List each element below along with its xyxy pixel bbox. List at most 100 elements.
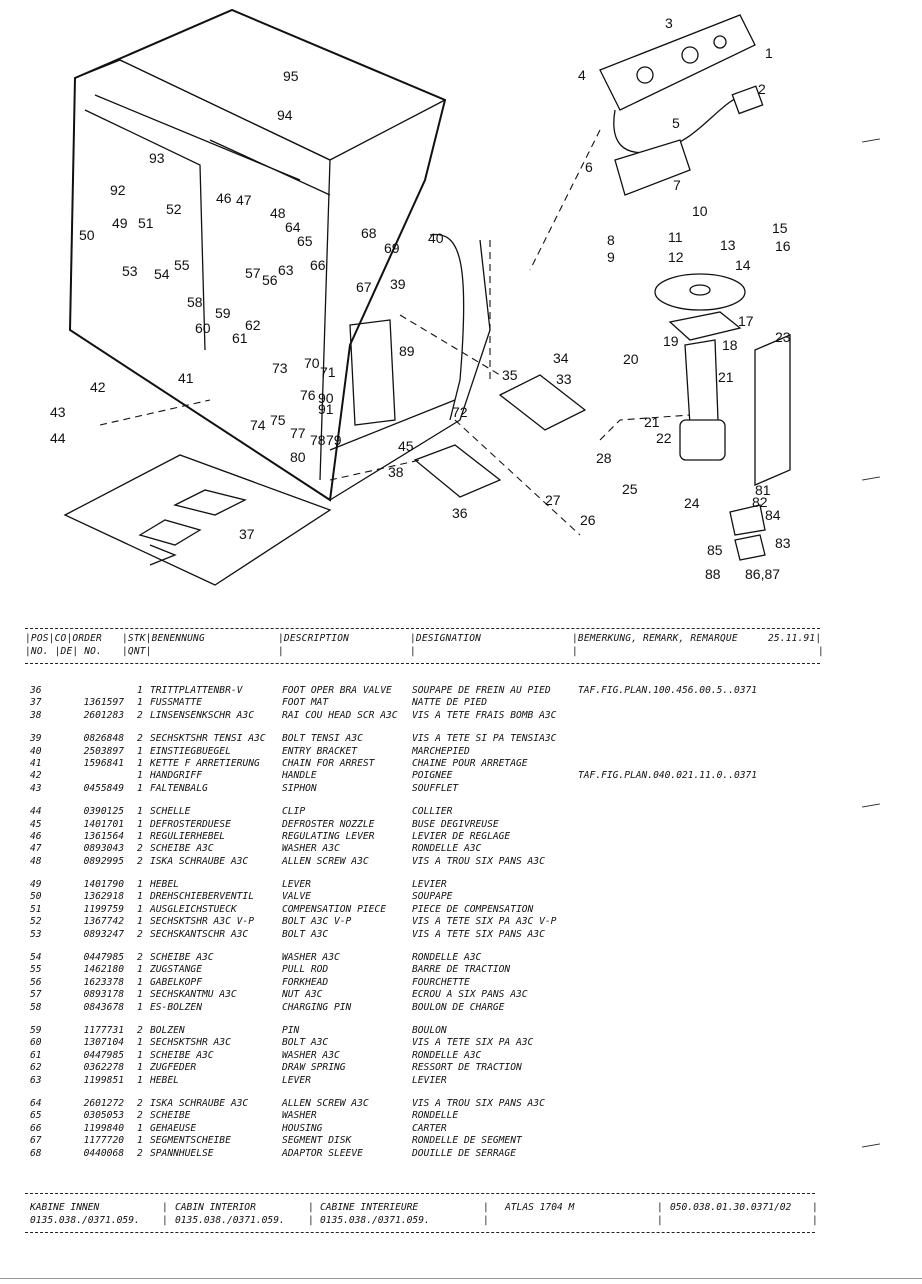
german-name: EINSTIEGBUEGEL	[150, 745, 231, 757]
svg-text:9: 9	[607, 249, 615, 265]
english-description: HANDLE	[282, 770, 317, 782]
header-qty-top: |STK|BENENNUNG	[122, 633, 205, 644]
german-name: SPANNHUELSE	[150, 1147, 214, 1159]
cabin-frame	[68, 8, 491, 502]
french-designation: RONDELLE A3C	[412, 843, 482, 855]
french-designation: LEVIER DE REGLAGE	[412, 830, 511, 842]
quantity: 2	[137, 1024, 143, 1036]
svg-text:18: 18	[722, 337, 738, 353]
pos-number: 67	[30, 1135, 42, 1147]
french-designation: VIS A TROU SIX PANS A3C	[412, 1097, 545, 1109]
pos-number: 49	[30, 879, 42, 891]
svg-text:89: 89	[399, 343, 415, 359]
german-name: HEBEL	[150, 1074, 179, 1086]
pos-number: 60	[30, 1037, 42, 1049]
pos-number: 38	[30, 709, 42, 721]
german-name: SCHEIBE A3C	[150, 1049, 214, 1061]
quantity: 1	[137, 1074, 143, 1086]
svg-text:63: 63	[278, 262, 294, 278]
pos-number: 42	[30, 770, 42, 782]
svg-text:6: 6	[585, 159, 593, 175]
svg-text:3: 3	[665, 15, 673, 31]
svg-text:1: 1	[765, 45, 773, 61]
pos-number: 66	[30, 1122, 42, 1134]
footer-de-code: 0135.038./0371.059.	[30, 1215, 140, 1226]
margin-mark	[862, 1143, 880, 1148]
english-description: RAI COU HEAD SCR A3C	[282, 709, 398, 721]
german-name: SECHSKTSHR TENSI A3C	[150, 733, 266, 745]
french-designation: ECROU A SIX PANS A3C	[412, 989, 528, 1001]
order-number: 1361564	[83, 830, 124, 842]
french-designation: LEVIER	[412, 879, 447, 891]
margin-mark	[862, 803, 880, 808]
quantity: 2	[137, 928, 143, 940]
footer-page-code: 050.038.01.30.0371/02	[670, 1202, 792, 1213]
svg-text:11: 11	[668, 229, 683, 245]
svg-text:64: 64	[285, 219, 301, 235]
header-designation: |DESIGNATION	[410, 633, 482, 644]
svg-text:8: 8	[607, 232, 615, 248]
quantity: 1	[137, 830, 143, 842]
footer-en-title: CABIN INTERIOR	[175, 1202, 256, 1213]
french-designation: COLLIER	[412, 806, 453, 818]
pos-number: 53	[30, 928, 42, 940]
svg-text:80: 80	[290, 449, 306, 465]
pos-number: 50	[30, 891, 42, 903]
german-name: SECHSKTSHR A3C	[150, 1037, 231, 1049]
order-number: 1199851	[83, 1074, 124, 1086]
pos-number: 37	[30, 697, 42, 709]
pos-number: 59	[30, 1024, 42, 1036]
english-description: ADAPTOR SLEEVE	[282, 1147, 363, 1159]
svg-text:12: 12	[668, 249, 684, 265]
quantity: 1	[137, 1062, 143, 1074]
pos-number: 43	[30, 782, 42, 794]
svg-text:44: 44	[50, 430, 66, 446]
svg-text:55: 55	[174, 257, 190, 273]
order-number: 1623378	[83, 976, 124, 988]
pos-number: 52	[30, 916, 42, 928]
svg-text:56: 56	[262, 272, 278, 288]
svg-text:83: 83	[775, 535, 791, 551]
svg-text:38: 38	[388, 464, 404, 480]
english-description: WASHER A3C	[282, 1049, 340, 1061]
french-designation: BARRE DE TRACTION	[412, 964, 511, 976]
svg-text:91: 91	[318, 401, 334, 417]
english-description: BOLT TENSI A3C	[282, 733, 363, 745]
svg-text:77: 77	[290, 425, 306, 441]
quantity: 1	[137, 685, 143, 696]
svg-text:62: 62	[245, 317, 261, 333]
french-designation: BOULON	[412, 1024, 447, 1036]
french-designation: RONDELLE DE SEGMENT	[412, 1135, 522, 1147]
english-description: DEFROSTER NOZZLE	[282, 818, 375, 830]
quantity: 2	[137, 952, 143, 964]
order-number: 1596841	[83, 757, 124, 769]
english-description: LEVER	[282, 1074, 311, 1086]
french-designation: VIS A TETE SI PA TENSIA3C	[412, 733, 557, 745]
german-name: SCHEIBE A3C	[150, 952, 214, 964]
order-number: 1199840	[83, 1122, 124, 1134]
svg-text:61: 61	[232, 330, 248, 346]
english-description: WASHER A3C	[282, 843, 340, 855]
svg-text:46: 46	[216, 190, 232, 206]
svg-text:25: 25	[622, 481, 638, 497]
pos-number: 57	[30, 989, 42, 1001]
english-description: DRAW SPRING	[282, 1062, 346, 1074]
german-name: GABELKOPF	[150, 976, 202, 988]
svg-text:5: 5	[672, 115, 680, 131]
order-number: 2601283	[83, 709, 124, 721]
english-description: PIN	[282, 1024, 300, 1036]
french-designation: VIS A TETE FRAIS BOMB A3C	[412, 709, 557, 721]
french-designation: VIS A TROU SIX PANS A3C	[412, 855, 545, 867]
order-number: 1177731	[83, 1024, 124, 1036]
